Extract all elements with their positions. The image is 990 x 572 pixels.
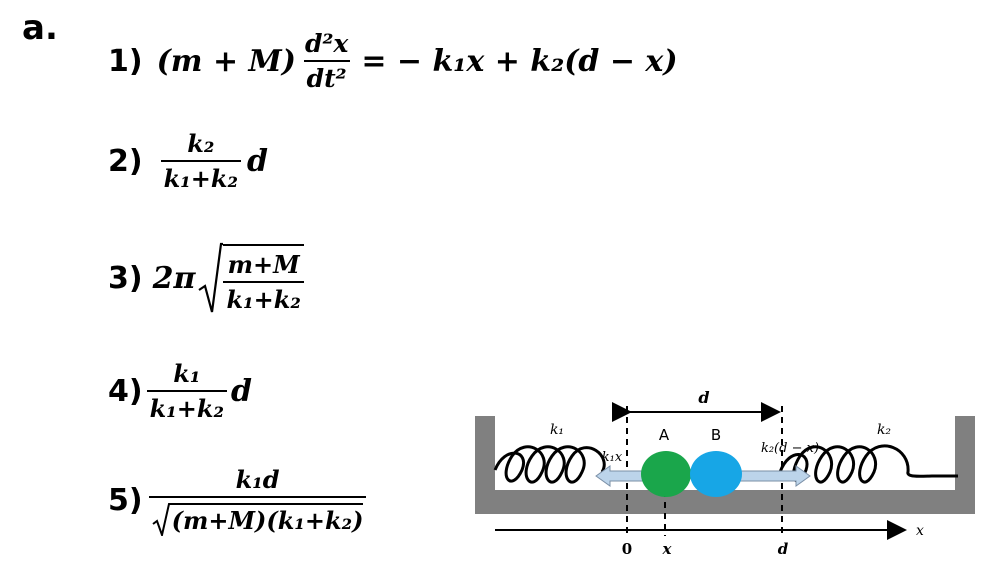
tick-x-label: x [662,540,673,558]
force-left-label: k₁x [602,450,623,465]
answer-4-tail: d [230,373,252,409]
answer-4-fraction: k₁ k₁+k₂ [146,359,227,423]
block-a [641,451,691,497]
answer-5-den-inner: (m+M)(k₁+k₂) [171,502,364,535]
answer-1-deriv-den: dt² [303,60,350,93]
spring-left-label: k₁ [550,422,564,438]
answer-4-den: k₁+k₂ [146,390,227,423]
spring-mass-diagram: d A B k₁ k₂ k₁x k₂(d − x) x 0 x d [475,388,975,558]
answer-5-label: 5) [108,482,143,518]
answer-3: 3) 2π m+M k₁+k₂ [108,240,304,316]
answer-4-label: 4) [108,373,143,409]
tick-zero-label: 0 [622,540,632,558]
answer-5: 5) k₁d (m+M)(k₁+k₂) [108,460,367,540]
answer-3-sqrt-sign [198,242,224,313]
force-right-label: k₂(d − x) [761,441,819,456]
answer-2-label: 2) [108,143,143,179]
distance-label: d [698,388,709,407]
container-walls [475,416,975,514]
tick-d-label: d [778,540,789,558]
block-b-label: B [711,426,721,444]
answer-2-fraction: k₂ k₁+k₂ [160,129,241,193]
answer-4: 4) k₁ k₁+k₂ d [108,358,252,424]
answer-1-label: 1) [108,43,143,79]
answer-2-den: k₁+k₂ [160,160,241,193]
answer-5-num: k₁d [235,464,280,494]
answer-2-tail: d [246,143,268,179]
answer-1-mass-coef: (m + M) [156,43,296,79]
answer-5-den: (m+M)(k₁+k₂) [148,495,367,536]
answer-1-second-derivative: d²x dt² [302,29,351,93]
right-force-arrow [737,465,811,487]
answer-2: 2) k₂ k₁+k₂ d [108,128,268,194]
answer-3-fraction: m+M k₁+k₂ [223,244,304,314]
answer-1-rhs: = − k₁x + k₂(d − x) [361,43,678,79]
answer-1: 1) (m + M) d²x dt² = − k₁x + k₂(d − x) [108,28,678,94]
answer-3-prefix: 2π [152,260,196,296]
answer-4-num: k₁ [173,359,201,388]
block-b [690,451,742,497]
spring-right-label: k₂ [877,422,891,438]
left-spring [493,445,606,484]
answer-2-num: k₂ [187,129,215,158]
answer-3-label: 3) [108,260,143,296]
answer-5-fraction: k₁d (m+M)(k₁+k₂) [148,464,367,536]
x-axis-label: x [916,523,924,539]
block-a-label: A [659,426,670,444]
answer-1-deriv-num: d²x [304,29,349,58]
answer-3-num: m+M [227,250,300,279]
answer-5-sqrt-sign [151,502,172,536]
answer-3-den: k₁+k₂ [223,281,304,314]
part-label: a. [22,8,58,48]
